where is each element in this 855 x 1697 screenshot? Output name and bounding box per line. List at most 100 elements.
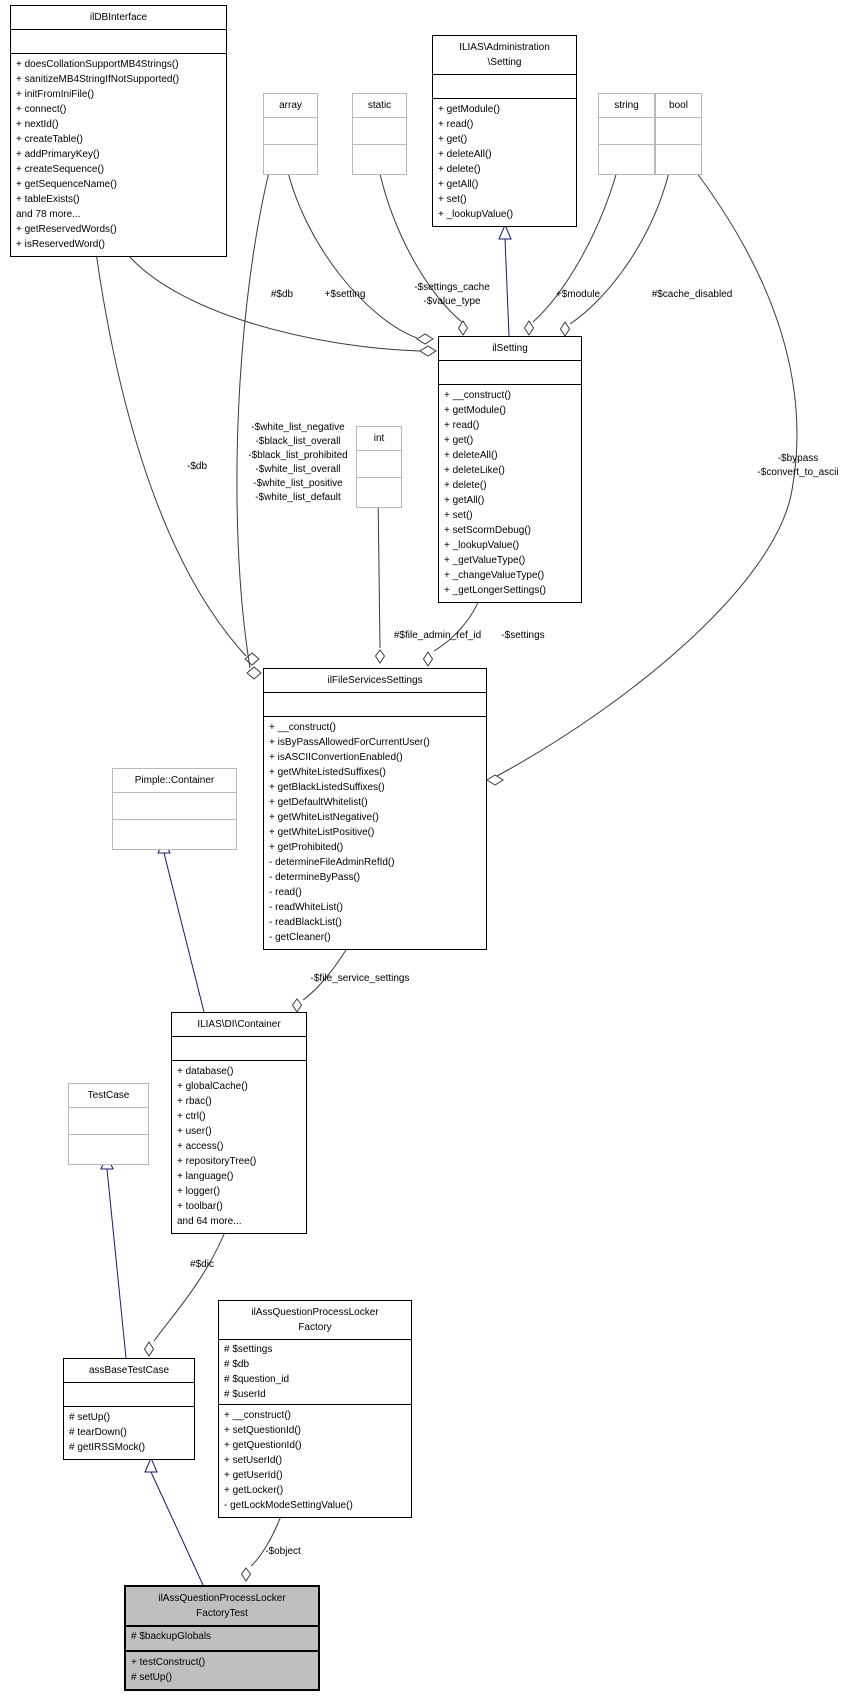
edge-factory-to-factorytest [250,1512,283,1567]
aggregation-diamond [240,1567,252,1582]
text-line: int [373,433,385,444]
class-node-ilfileservicessettings[interactable]: ilFileServicesSettings + __construct()+ … [263,668,487,950]
text-line: -$value_type [423,296,481,307]
text-line: -$white_list_overall [255,464,341,475]
text-line: + getUserId() [224,1470,283,1481]
edge-static-to-ilsetting [376,159,464,324]
text-line: + doesCollationSupportMB4Strings() [16,59,179,70]
text-line: + _lookupValue() [444,540,520,551]
class-methods: + __construct()+ isByPassAllowedForCurre… [264,716,486,949]
class-node-ilias-di-container[interactable]: ILIAS\DI\Container + database()+ globalC… [171,1012,307,1234]
text-line: + deleteLike() [444,465,505,476]
class-methods [599,144,654,174]
text-line: Factory [298,1322,332,1333]
class-methods: # setUp()# tearDown()# getIRSSMock() [64,1406,194,1459]
text-line: # $question_id [224,1374,290,1385]
class-attributes [656,117,701,144]
text-line: + set() [438,194,467,205]
aggregation-diamond [244,652,260,666]
edge-bool-to-ilsetting [569,159,673,325]
class-attributes [353,117,406,144]
text-line: -$white_list_negative [251,422,345,433]
text-line: ilFileServicesSettings [327,675,423,686]
edge-label-cache-disabled: #$cache_disabled [642,288,742,302]
text-line: ilAssQuestionProcessLocker [251,1307,379,1318]
class-node-assbasetestcase[interactable]: assBaseTestCase # setUp()# tearDown()# g… [63,1358,195,1460]
text-line: + get() [444,435,474,446]
text-line: # setUp() [69,1412,111,1423]
text-line: + nextId() [16,119,59,130]
text-line: TestCase [87,1090,130,1101]
class-node-static: static [352,93,407,175]
text-line: ilDBInterface [89,12,148,23]
text-line: + access() [177,1141,224,1152]
text-line: + __construct() [224,1410,291,1421]
text-line: + isASCIIConvertionEnabled() [269,752,403,763]
aggregation-diamond [422,651,434,667]
class-title: ilFileServicesSettings [264,669,486,692]
text-line: + __construct() [444,390,511,401]
text-line: + getLocker() [224,1485,284,1496]
text-line: + set() [444,510,473,521]
aggregation-diamond [457,320,469,336]
class-attributes [69,1107,148,1134]
text-line: + getBlackListedSuffixes() [269,782,385,793]
text-line: #$file_admin_ref_id [393,630,482,641]
edge-label-setting: +$setting [310,288,380,302]
text-line: -$db [186,461,207,472]
text-line: + repositoryTree() [177,1156,257,1167]
text-line: \Setting [487,57,522,68]
text-line: + __construct() [269,722,336,733]
text-line: + deleteAll() [444,450,498,461]
text-line: - readBlackList() [269,917,342,928]
text-line: + delete() [444,480,487,491]
text-line: + testConstruct() [131,1657,206,1668]
text-line: # getIRSSMock() [69,1442,146,1453]
class-node-ildbinterface[interactable]: ilDBInterface + doesCollationSupportMB4S… [10,5,227,257]
text-line: + addPrimaryKey() [16,149,100,160]
edge-factorytest-extends-assbase [150,1471,204,1586]
text-line: -$settings [501,630,545,641]
text-line: string [614,100,639,111]
text-line: -$white_list_default [255,492,341,503]
text-line: + initFromIniFile() [16,89,95,100]
aggregation-diamond [374,649,386,664]
class-methods [357,477,401,507]
text-line: + isReservedWord() [16,239,106,250]
text-line: + logger() [177,1186,221,1197]
text-line: + read() [438,119,474,130]
class-title: static [353,94,406,117]
text-line: - getLockModeSettingValue() [224,1500,353,1511]
text-line: + getAll() [444,495,485,506]
aggregation-diamond [523,320,535,336]
text-line: -$settings_cache [414,282,490,293]
edge-label-object: -$object [257,1545,309,1559]
text-line: + getReservedWords() [16,224,117,235]
text-line: + getAll() [438,179,479,190]
class-attributes: # $settings# $db# $question_id# $userId [219,1339,411,1404]
text-line: + delete() [438,164,481,175]
class-methods [353,144,406,174]
text-line: + setUserId() [224,1455,283,1466]
class-node-ilias-administration-setting[interactable]: ILIAS\Administration \Setting + getModule… [432,35,577,227]
class-methods: + __construct()+ setQuestionId()+ getQue… [219,1404,411,1517]
text-line: + getModule() [438,104,500,115]
class-node-array: array [263,93,318,175]
class-title: int [357,427,401,450]
class-attributes [264,692,486,716]
class-node-ilsetting[interactable]: ilSetting + __construct()+ getModule()+ … [438,336,582,603]
text-line: and 64 more... [177,1216,242,1227]
edge-label-settings: -$settings [494,629,552,643]
class-methods: + testConstruct()# setUp() [126,1650,318,1689]
class-attributes [64,1382,194,1406]
text-line: - getCleaner() [269,932,331,943]
text-line: - readWhiteList() [269,902,343,913]
text-line: + getQuestionId() [224,1440,302,1451]
class-attributes [113,792,236,819]
text-line: ILIAS\Administration [459,42,550,53]
text-line: #$cache_disabled [651,289,733,300]
class-attributes [11,29,226,53]
